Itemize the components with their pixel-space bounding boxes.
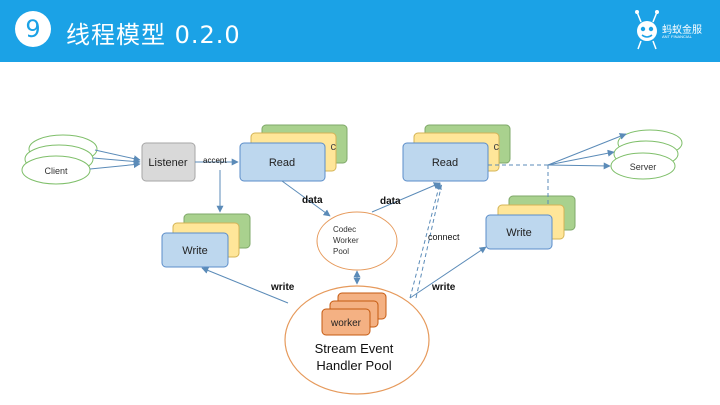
edge-to-server-2 — [547, 149, 615, 166]
edge-to-server-3 — [547, 162, 611, 170]
write-right-stack: Write — [485, 195, 576, 250]
handler-label-2: Handler Pool — [316, 358, 391, 373]
listener-node: Listener — [141, 142, 196, 182]
read-left-stack-edge: c — [331, 141, 337, 153]
codec-worker-pool: Codec Worker Pool — [316, 211, 398, 271]
edge-handler-read-dashed-2 — [415, 182, 443, 299]
read-right-stack: c Read — [402, 124, 511, 182]
edge-codec-read-right — [371, 182, 441, 213]
codec-label-1: Codec — [333, 225, 356, 234]
read-right-stack-edge: c — [494, 141, 500, 153]
title-bar: 9 线程模型 0.2.0 蚂蚁金服 ANT FINANCIAL — [0, 0, 720, 62]
slide-number: 9 — [25, 15, 41, 43]
read-left-label: Read — [269, 157, 295, 169]
client-label: Client — [44, 166, 68, 176]
stream-event-handler-pool: worker Stream Event Handler Pool — [284, 285, 430, 395]
slide-title: 线程模型 0.2.0 — [66, 21, 241, 49]
slide-number-badge — [15, 11, 51, 47]
edge-handler-read-dashed-1 — [409, 182, 442, 299]
write-left-stack: Write — [161, 213, 251, 268]
write-right-edge-label: write — [431, 282, 456, 293]
edge-read-codec-left — [281, 180, 331, 217]
logo-text: 蚂蚁金服 — [662, 25, 702, 36]
data-right-label: data — [380, 196, 401, 207]
edge-client-listener-1 — [94, 149, 141, 163]
data-left-label: data — [302, 195, 323, 206]
server-label: Server — [630, 162, 657, 172]
edge-to-server-1 — [547, 133, 627, 166]
client-node: Client — [21, 134, 98, 185]
logo-subtext: ANT FINANCIAL — [662, 34, 692, 39]
worker-label: worker — [330, 318, 362, 329]
write-left-edge-label: write — [270, 282, 295, 293]
edge-handler-write-left — [201, 267, 289, 304]
edge-client-listener-2 — [92, 157, 141, 165]
codec-label-3: Pool — [333, 247, 349, 256]
write-right-label: Write — [506, 227, 531, 239]
edge-client-listener-3 — [89, 161, 141, 170]
read-right-label: Read — [432, 157, 458, 169]
server-node: Server — [610, 129, 683, 180]
accept-label: accept — [203, 156, 227, 165]
edge-handler-write-right — [409, 246, 487, 299]
dashed-edges — [409, 164, 549, 299]
edges — [89, 133, 627, 304]
write-left-label: Write — [182, 245, 207, 257]
thread-model-diagram: Client Listener c Read c Read Write Writ… — [21, 124, 683, 395]
ant-logo-icon — [635, 10, 659, 50]
handler-label-1: Stream Event — [315, 341, 394, 356]
read-left-stack: c Read — [239, 124, 348, 182]
connect-label: connect — [428, 232, 460, 242]
codec-label-2: Worker — [333, 236, 359, 245]
listener-label: Listener — [148, 157, 187, 169]
